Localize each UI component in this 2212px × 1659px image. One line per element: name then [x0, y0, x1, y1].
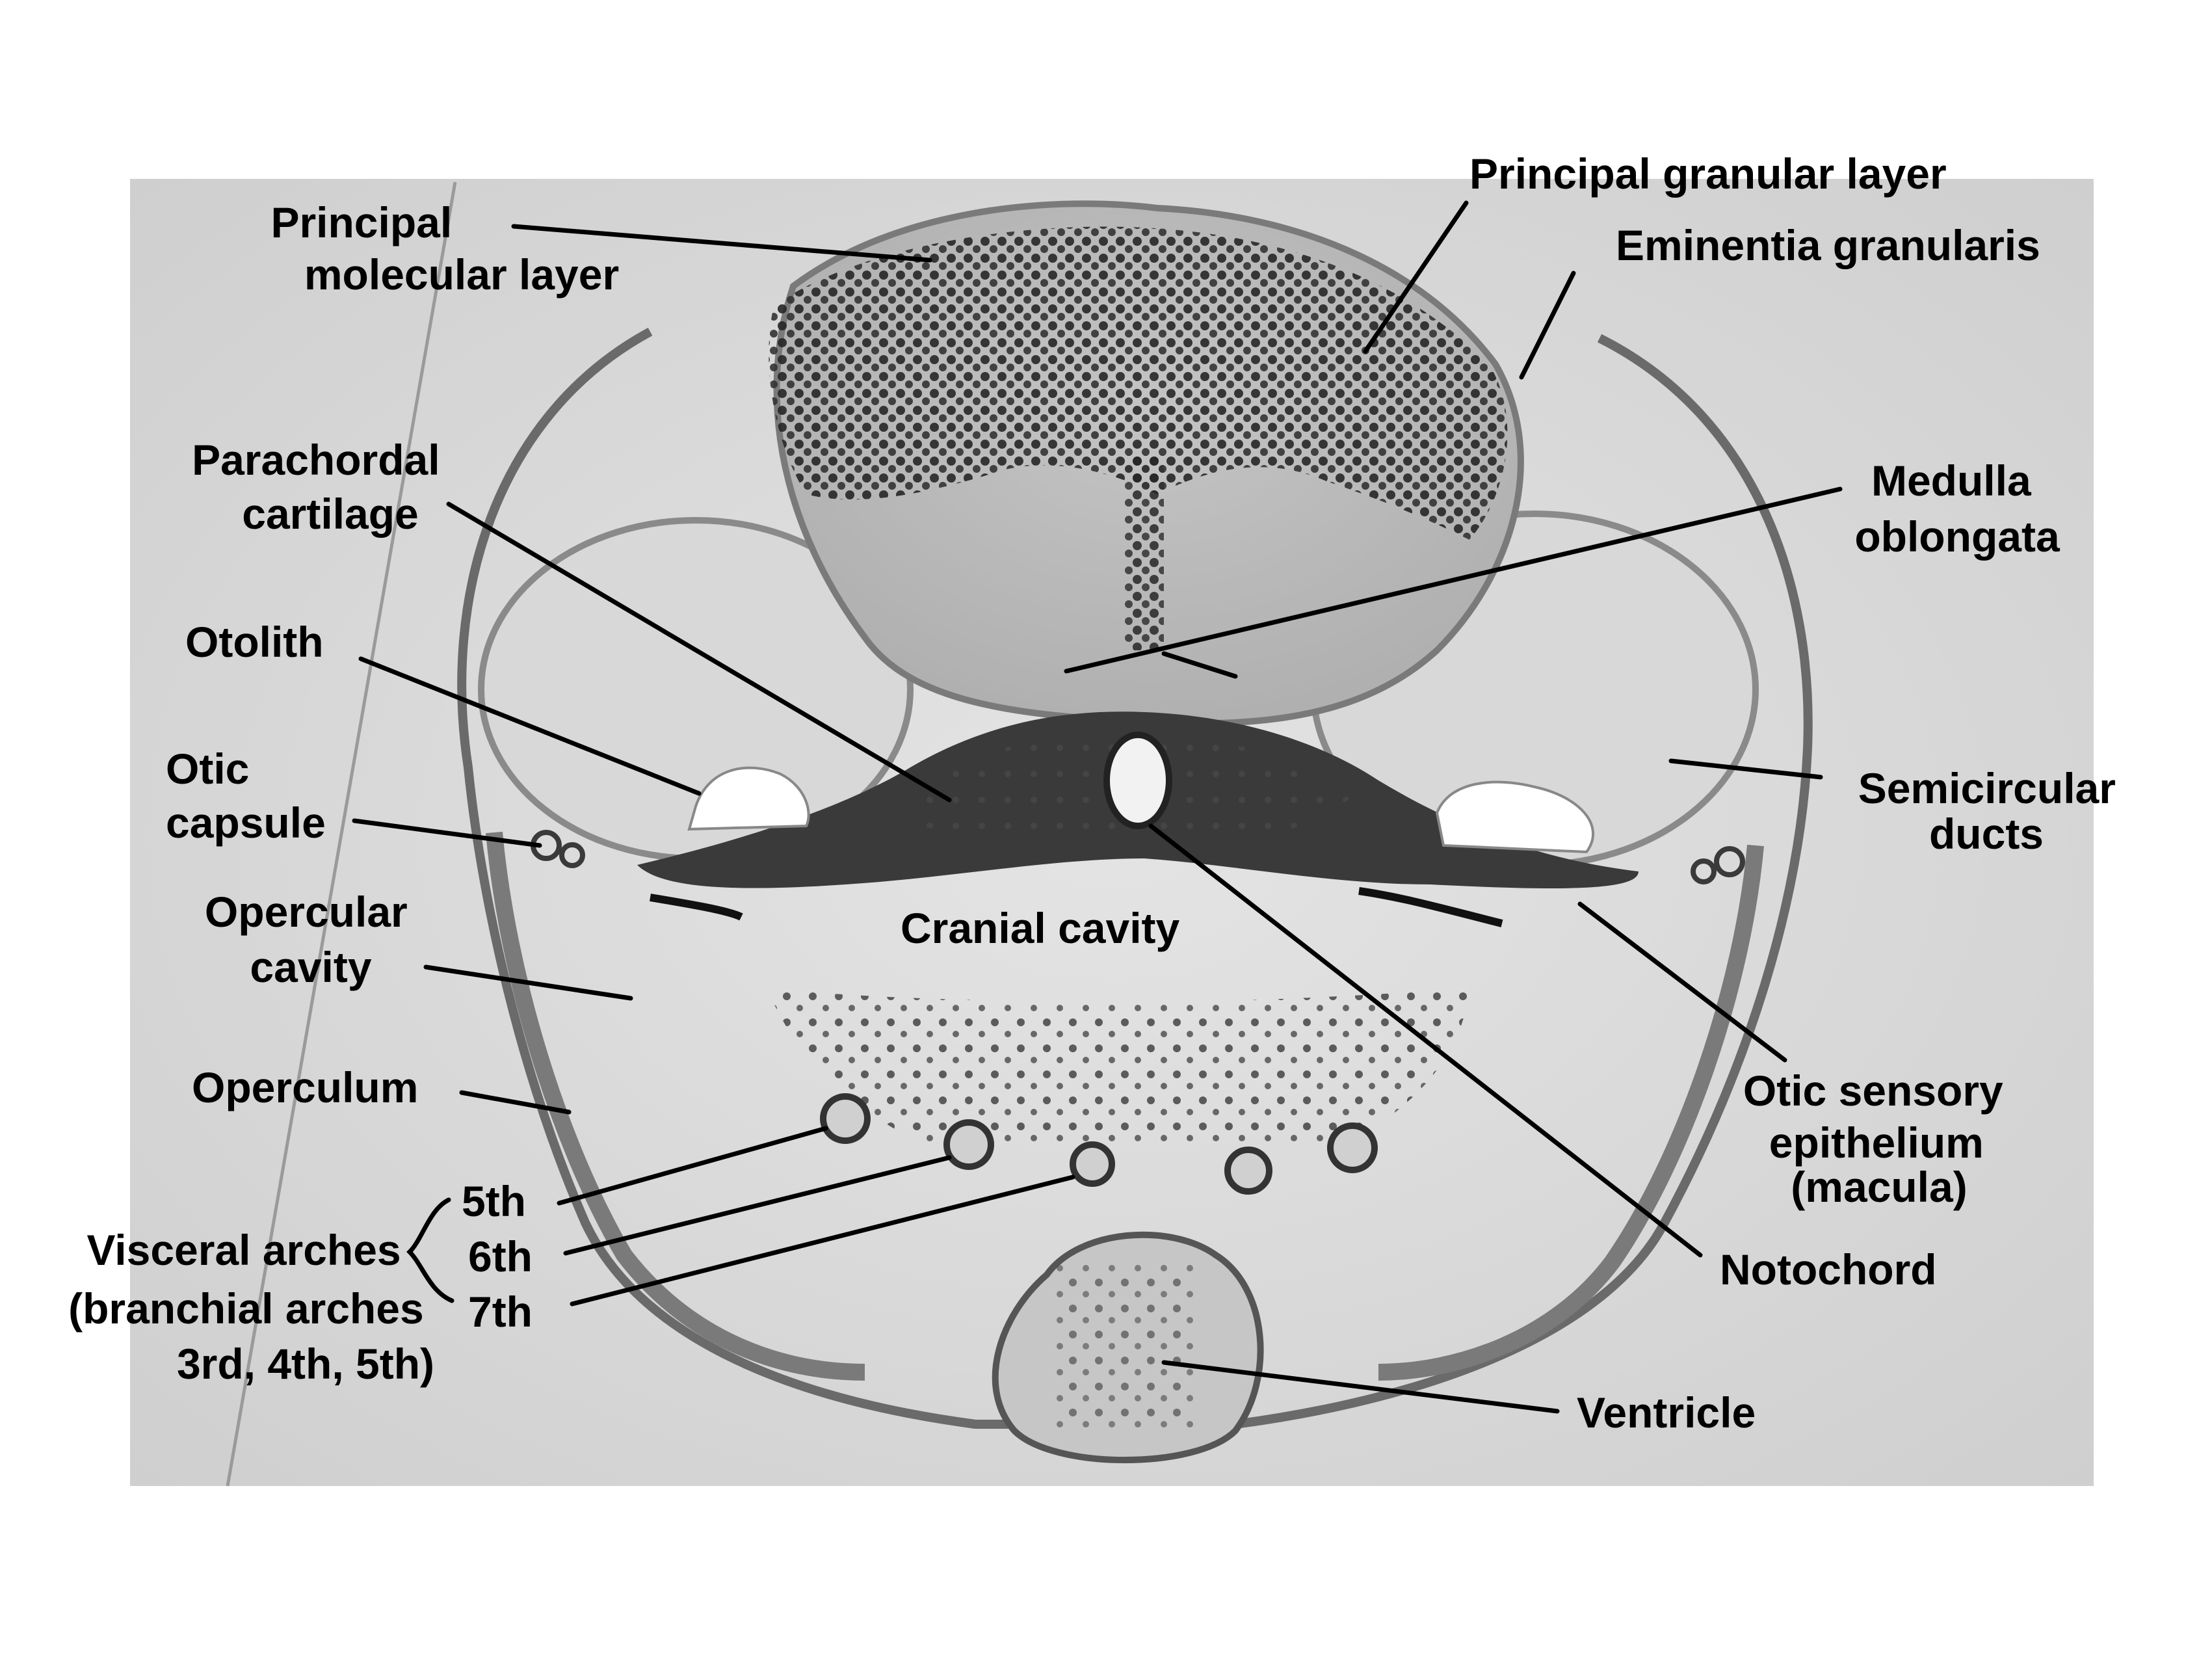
leader-eminentia-granularis: [1519, 271, 1576, 380]
label-visceral-arches-line3: 3rd, 4th, 5th): [177, 1340, 434, 1388]
leader-semicircular-ducts: [1668, 758, 1823, 780]
principal-granular-layer-tissue: [769, 226, 1508, 540]
label-otolith: Otolith: [185, 618, 324, 666]
label-otic-capsule: Otic capsule: [166, 745, 326, 847]
label-opercular-cavity-line1: Opercular: [205, 888, 408, 936]
label-cranial-cavity: Cranial cavity: [901, 904, 1180, 952]
arch-cartilage-6th: [943, 1119, 994, 1170]
micrograph: [130, 179, 2094, 1487]
label-parachordal-cartilage-line1: Parachordal: [192, 436, 440, 484]
leader-medulla-oblongata-2: [1161, 651, 1238, 679]
ventricle-cells: [1053, 1262, 1196, 1431]
label-semicircular-ducts: Semicircular ducts: [1858, 764, 2128, 858]
leader-principal-granular-layer: [1363, 200, 1469, 354]
label-otic-sensory-epithelium-line2: epithelium: [1769, 1119, 1984, 1167]
label-opercular-cavity-line2: cavity: [250, 943, 371, 991]
leader-lines: [352, 200, 1843, 1414]
labels: Principal molecular layer Principal gran…: [68, 150, 2128, 1437]
leader-otic-capsule: [352, 818, 542, 848]
label-arch-5th: 5th: [462, 1177, 526, 1225]
macula-right: [1358, 887, 1503, 927]
visceral-arch-rings: [820, 1093, 1378, 1195]
label-parachordal-cartilage: Parachordal cartilage: [192, 436, 452, 538]
label-parachordal-cartilage-line2: cartilage: [242, 490, 418, 538]
label-visceral-arches-line2: (branchial arches: [68, 1284, 424, 1333]
leader-notochord: [1148, 823, 1703, 1258]
leader-arch-7th: [570, 1175, 1075, 1307]
label-arch-7th: 7th: [468, 1288, 533, 1336]
leader-ventricle: [1161, 1360, 1560, 1414]
leader-parachordal-cartilage: [446, 501, 952, 803]
otic-capsule-cell: [1714, 846, 1745, 877]
label-ventricle: Ventricle: [1577, 1388, 1756, 1437]
label-medulla-oblongata: Medulla oblongata: [1854, 457, 2061, 561]
label-otic-sensory-epithelium-line3: (macula): [1791, 1163, 1967, 1211]
label-principal-molecular-layer: Principal molecular layer: [270, 198, 619, 299]
arch-cartilage-right: [1327, 1122, 1378, 1173]
label-semicircular-ducts-line1: Semicircular: [1858, 764, 2116, 812]
label-notochord: Notochord: [1720, 1245, 1937, 1294]
arch-cartilage-right: [1224, 1147, 1272, 1195]
label-principal-granular-layer: Principal granular layer: [1469, 150, 1947, 198]
leader-arch-5th: [557, 1126, 828, 1206]
leader-medulla-oblongata: [1064, 486, 1843, 674]
label-principal-molecular-layer-line1: Principal: [270, 198, 452, 246]
label-arch-6th: 6th: [468, 1232, 533, 1281]
arch-cartilage-7th: [1070, 1141, 1115, 1187]
notochord-tissue: [1103, 732, 1172, 829]
visceral-arches-brace: [406, 1197, 454, 1303]
label-operculum: Operculum: [192, 1063, 418, 1111]
pharyngeal-tissue: [767, 989, 1469, 1145]
otic-capsule-cell: [1691, 858, 1717, 884]
otolith-left: [687, 766, 810, 831]
operculum-right: [1378, 844, 1764, 1381]
arch-cartilage-5th: [820, 1093, 871, 1144]
midline-raphe: [1125, 455, 1164, 650]
label-otic-sensory-epithelium-line1: Otic sensory: [1743, 1067, 2003, 1115]
label-visceral-arches-line1: Visceral arches: [86, 1226, 401, 1274]
macula-left: [650, 894, 743, 921]
label-eminentia-granularis: Eminentia granularis: [1616, 221, 2040, 269]
otic-capsule-cell: [559, 842, 585, 868]
leader-otolith: [358, 656, 702, 796]
label-semicircular-ducts-line2: ducts: [1929, 810, 2044, 858]
label-otic-capsule-line2: capsule: [166, 799, 326, 847]
otolith-right: [1435, 780, 1595, 854]
label-medulla-oblongata-line1: Medulla: [1871, 457, 2032, 505]
label-principal-molecular-layer-line2: molecular layer: [304, 250, 619, 299]
leader-principal-molecular-layer: [511, 224, 932, 263]
section-fold-line: [226, 181, 457, 1487]
label-otic-capsule-line1: Otic: [166, 745, 249, 793]
label-otic-sensory-epithelium: Otic sensory epithelium (macula): [1743, 1067, 2015, 1211]
leader-operculum: [459, 1090, 572, 1115]
leader-arch-6th: [563, 1155, 952, 1256]
label-opercular-cavity: Opercular cavity: [205, 888, 419, 991]
label-medulla-oblongata-line2: oblongata: [1854, 512, 2061, 561]
leader-opercular-cavity: [423, 964, 633, 1001]
label-visceral-arches: Visceral arches (branchial arches 3rd, 4…: [68, 1226, 436, 1388]
operculum-left: [486, 831, 865, 1381]
leader-otic-sensory-epithelium: [1577, 901, 1787, 1063]
